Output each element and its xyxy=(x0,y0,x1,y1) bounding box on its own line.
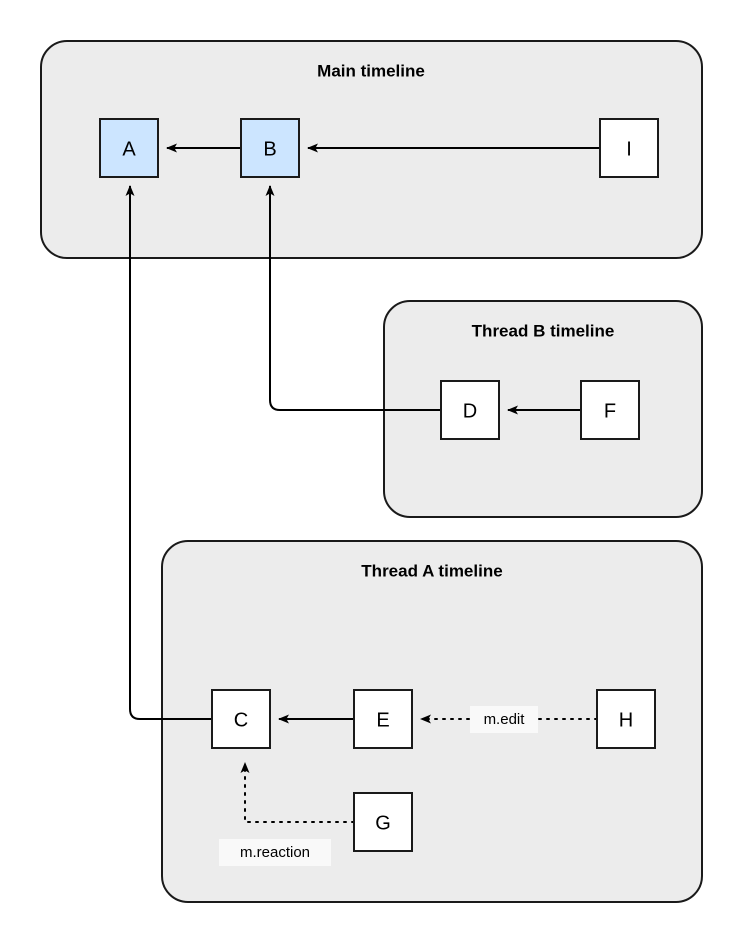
node-a-label: A xyxy=(122,138,136,160)
node-h[interactable]: H xyxy=(596,689,656,749)
container-title-thread-b-timeline: Thread B timeline xyxy=(472,321,615,340)
node-d[interactable]: D xyxy=(440,380,500,440)
edge-label-m-edit-group: m.edit xyxy=(470,706,538,733)
edge-label-m-edit-backing xyxy=(470,706,538,733)
edge-label-m-edit: m.edit xyxy=(484,711,526,728)
node-f[interactable]: F xyxy=(580,380,640,440)
node-g[interactable]: G xyxy=(353,792,413,852)
edge-c-to-a[interactable] xyxy=(125,185,212,720)
node-f-box[interactable] xyxy=(580,380,640,440)
edge-label-m-reaction: m.reaction xyxy=(240,844,310,861)
container-thread-a-timeline[interactable] xyxy=(161,540,703,903)
node-i-box[interactable] xyxy=(599,118,659,178)
node-a[interactable]: A xyxy=(99,118,159,178)
node-d-label: D xyxy=(463,400,477,422)
node-i[interactable]: I xyxy=(599,118,659,178)
node-e-box[interactable] xyxy=(353,689,413,749)
edge-d-to-b[interactable] xyxy=(265,185,441,411)
node-h-box[interactable] xyxy=(596,689,656,749)
node-d-box[interactable] xyxy=(440,380,500,440)
node-e-label: E xyxy=(376,709,389,731)
node-c-label: C xyxy=(234,709,248,731)
container-title-main-timeline: Main timeline xyxy=(317,61,425,80)
edge-label-m-reaction-group: m.reaction xyxy=(219,839,331,866)
node-h-label: H xyxy=(619,709,633,731)
container-main-timeline[interactable] xyxy=(40,40,703,259)
edge-label-m-reaction-backing xyxy=(219,839,331,866)
node-e[interactable]: E xyxy=(353,689,413,749)
node-i-label: I xyxy=(626,138,632,160)
container-group-thread-a: Thread A timeline xyxy=(161,540,703,903)
node-b[interactable]: B xyxy=(240,118,300,178)
node-c[interactable]: C xyxy=(211,689,271,749)
node-b-box[interactable] xyxy=(240,118,300,178)
container-group-main: Main timeline xyxy=(40,40,703,259)
container-title-thread-a-timeline: Thread A timeline xyxy=(361,561,502,580)
node-a-box[interactable] xyxy=(99,118,159,178)
node-c-box[interactable] xyxy=(211,689,271,749)
node-g-label: G xyxy=(375,812,391,834)
node-g-box[interactable] xyxy=(353,792,413,852)
node-f-label: F xyxy=(604,400,616,422)
node-b-label: B xyxy=(263,138,276,160)
